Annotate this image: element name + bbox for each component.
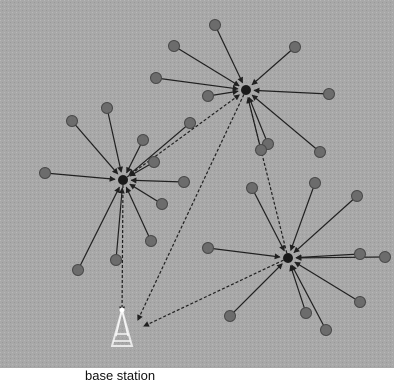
sensor-node: [379, 251, 391, 263]
member-link: [214, 24, 244, 84]
base-station-label: base station: [85, 368, 156, 383]
member-link: [291, 264, 327, 331]
member-link: [289, 265, 307, 314]
sensor-node: [148, 156, 160, 168]
base-station-icon: [110, 306, 134, 347]
member-link: [293, 195, 358, 254]
member-link: [115, 187, 125, 261]
head-to-head-link: [246, 97, 289, 259]
head-to-base-link: [119, 179, 126, 313]
sensor-node: [314, 146, 326, 158]
member-link: [126, 139, 144, 174]
member-link: [251, 46, 296, 86]
sensor-node: [137, 134, 149, 146]
sensor-node: [39, 167, 51, 179]
member-link: [207, 247, 281, 260]
sensor-node: [354, 248, 366, 260]
member-link: [248, 96, 269, 145]
sensor-node: [178, 176, 190, 188]
member-link: [44, 172, 116, 182]
member-link: [129, 183, 163, 205]
sensor-node: [168, 40, 180, 52]
member-link: [155, 77, 239, 92]
sensor-node: [66, 115, 78, 127]
member-link: [77, 186, 120, 271]
head-to-base-link: [137, 89, 247, 321]
nodes: [39, 19, 391, 336]
cluster-head-node: [118, 175, 128, 185]
member-link: [229, 263, 283, 317]
sensor-node: [320, 324, 332, 336]
member-link: [125, 186, 152, 242]
sensor-node: [145, 235, 157, 247]
sensor-node: [209, 19, 221, 31]
sensor-node: [150, 72, 162, 84]
sensor-node: [224, 310, 236, 322]
sensor-node: [156, 198, 168, 210]
member-link: [295, 254, 386, 261]
sensor-node: [72, 264, 84, 276]
member-link: [295, 253, 361, 261]
member-link: [128, 122, 191, 176]
sensor-node: [184, 117, 196, 129]
sensor-node: [289, 41, 301, 53]
sensor-node: [354, 296, 366, 308]
member-link: [294, 261, 361, 303]
links: [44, 24, 386, 331]
head-to-head-link: [122, 94, 241, 181]
sensor-node: [101, 102, 113, 114]
member-link: [130, 177, 185, 184]
member-link: [289, 182, 316, 252]
member-link: [251, 94, 321, 153]
sensor-node: [202, 242, 214, 254]
sensor-node: [323, 88, 335, 100]
member-link: [106, 107, 124, 173]
sensor-node: [309, 177, 321, 189]
sensor-node: [255, 144, 267, 156]
cluster-head-node: [241, 85, 251, 95]
member-link: [253, 87, 330, 95]
sensor-node: [110, 254, 122, 266]
sensor-node: [202, 90, 214, 102]
head-to-base-link: [143, 257, 289, 327]
member-link: [71, 120, 119, 175]
sensor-node: [300, 307, 312, 319]
cluster-head-node: [283, 253, 293, 263]
sensor-field: [0, 0, 394, 368]
sensor-node: [351, 190, 363, 202]
member-link: [251, 187, 285, 252]
member-link: [173, 45, 240, 87]
sensor-node: [246, 182, 258, 194]
